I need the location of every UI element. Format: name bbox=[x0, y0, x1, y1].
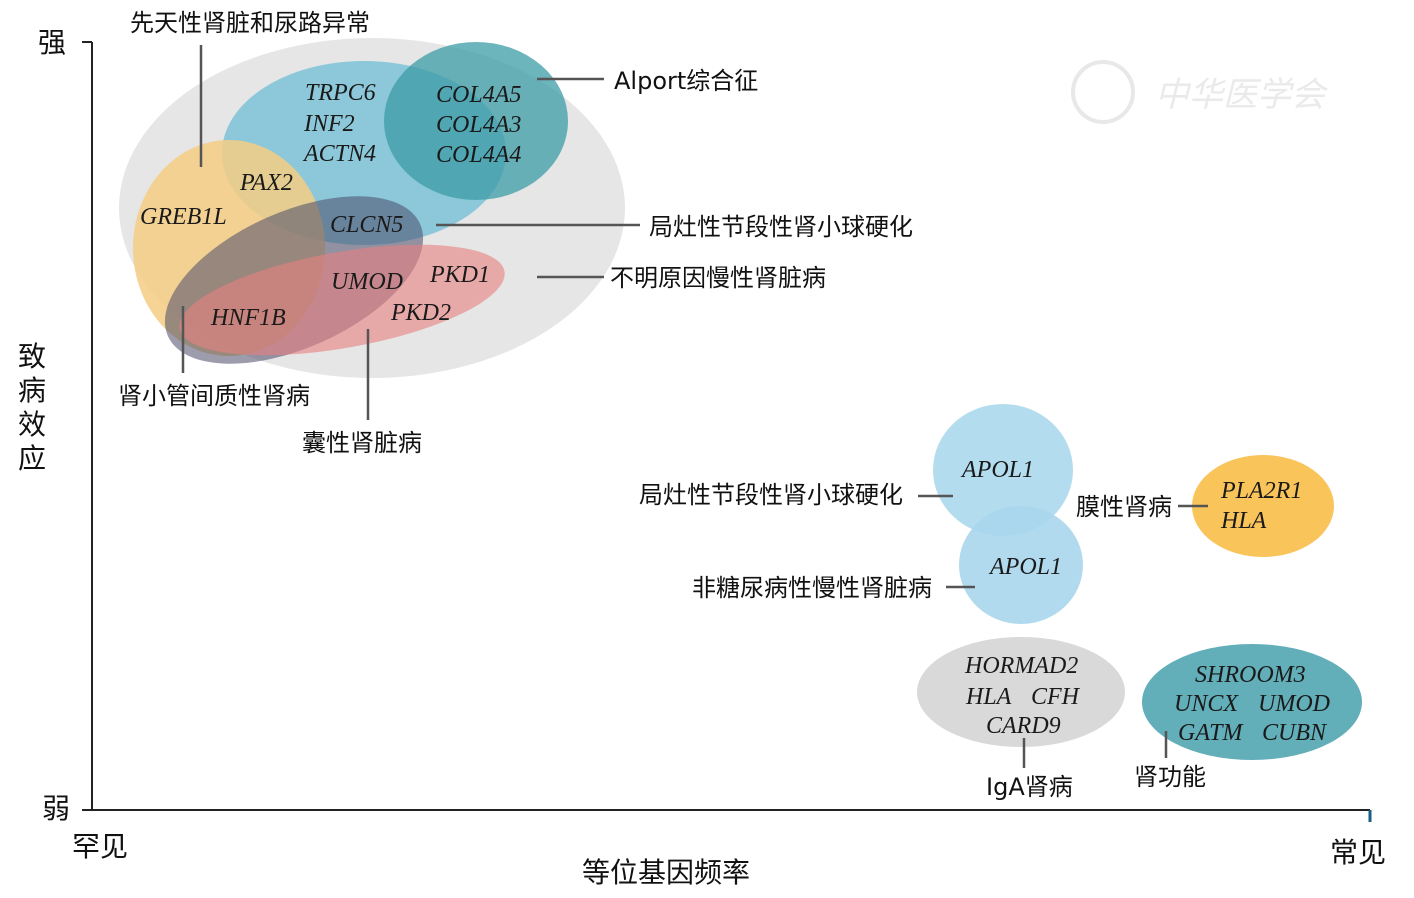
y-axis-title-char: 致 bbox=[18, 340, 46, 373]
label-fsgs-rare: 局灶性节段性肾小球硬化 bbox=[649, 213, 913, 241]
watermark-text: 中华医学会 bbox=[1155, 75, 1329, 115]
x-axis-right-label: 常见 bbox=[1330, 836, 1386, 869]
label-nondiabetic-ckd: 非糖尿病性慢性肾脏病 bbox=[692, 574, 932, 602]
gene-label: HLA bbox=[965, 684, 1012, 710]
ellipse-cystic bbox=[179, 244, 505, 356]
gene-label: APOL1 bbox=[988, 554, 1062, 580]
label-cakut: 先天性肾脏和尿路异常 bbox=[130, 9, 370, 37]
ellipse-iga bbox=[917, 637, 1125, 747]
gene-label: SHROOM3 bbox=[1195, 662, 1306, 688]
gene-label: CFH bbox=[1031, 684, 1081, 710]
label-fsgs-common: 局灶性节段性肾小球硬化 bbox=[639, 481, 903, 509]
ellipse-alport bbox=[384, 42, 568, 200]
x-axis-title: 等位基因频率 bbox=[582, 856, 750, 889]
x-axis-left-label: 罕见 bbox=[72, 830, 128, 863]
gene-label: HLA bbox=[1220, 508, 1267, 534]
gene-label: COL4A5 bbox=[436, 82, 521, 108]
ellipse-apol1-ckd bbox=[959, 506, 1083, 624]
gene-label: PKD1 bbox=[429, 262, 490, 288]
y-axis-title-char: 效 bbox=[18, 408, 46, 441]
gene-label: TRPC6 bbox=[305, 80, 376, 106]
label-iga: IgA肾病 bbox=[986, 773, 1073, 801]
y-axis-top-label: 强 bbox=[38, 26, 66, 59]
gene-label: PLA2R1 bbox=[1220, 478, 1302, 504]
y-axis-title-char: 病 bbox=[18, 374, 46, 407]
gene-label: COL4A4 bbox=[436, 142, 521, 168]
label-cystic: 囊性肾脏病 bbox=[302, 429, 422, 457]
gene-label: GREB1L bbox=[140, 204, 227, 230]
gene-label: INF2 bbox=[303, 111, 355, 137]
gene-label: UMOD bbox=[331, 269, 403, 295]
gene-label: HNF1B bbox=[210, 305, 286, 331]
ellipse-kidney-function bbox=[1142, 644, 1362, 760]
gene-label: UMOD bbox=[1258, 691, 1330, 717]
gene-label: COL4A3 bbox=[436, 112, 521, 138]
label-tubulointerstitial: 肾小管间质性肾病 bbox=[118, 382, 310, 410]
gene-label: UNCX bbox=[1174, 691, 1239, 717]
ellipse-apol1-fsgs bbox=[933, 404, 1073, 536]
watermark-seal-icon bbox=[1071, 60, 1135, 124]
gene-label: CUBN bbox=[1262, 720, 1328, 746]
y-axis-title-char: 应 bbox=[18, 442, 46, 475]
label-membranous: 膜性肾病 bbox=[1076, 493, 1172, 521]
gene-label: PAX2 bbox=[239, 170, 293, 196]
gene-label: CARD9 bbox=[986, 713, 1061, 739]
y-axis-bottom-label: 弱 bbox=[42, 792, 70, 825]
gene-label: GATM bbox=[1178, 720, 1244, 746]
gene-label: CLCN5 bbox=[330, 212, 403, 238]
gene-label: PKD2 bbox=[390, 300, 451, 326]
label-ckd-unknown: 不明原因慢性肾脏病 bbox=[610, 264, 826, 292]
label-kidney-function: 肾功能 bbox=[1134, 763, 1206, 791]
gene-label: APOL1 bbox=[960, 457, 1034, 483]
ellipse-membranous bbox=[1192, 455, 1334, 557]
gene-label: HORMAD2 bbox=[964, 653, 1078, 679]
watermark: 中华医学会 bbox=[1071, 60, 1329, 124]
gene-label: ACTN4 bbox=[302, 141, 376, 167]
label-alport: Alport综合征 bbox=[614, 67, 758, 95]
